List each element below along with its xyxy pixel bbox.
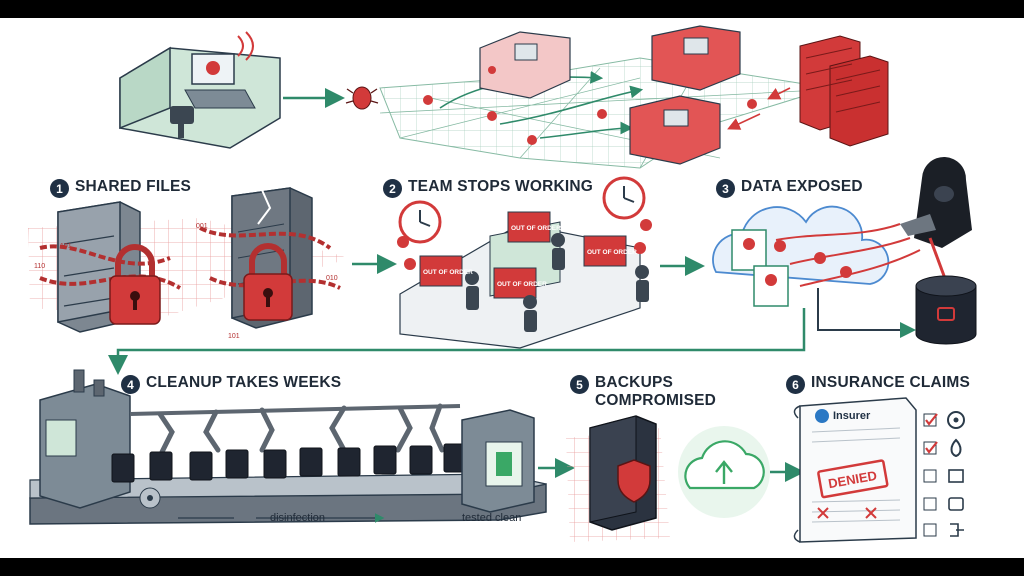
step-4-title: 4 Cleanup Takes Weeks (121, 374, 341, 394)
step-label: Backups Compromised (595, 374, 720, 410)
backup-scene (566, 416, 770, 542)
bug-icon (597, 109, 607, 119)
infected-cubicle (120, 32, 280, 148)
gear-icon (948, 412, 964, 428)
gear-icon (140, 488, 160, 508)
out-of-order-text: OUT OF ORDER (423, 269, 473, 276)
step-number: 2 (383, 179, 402, 198)
out-of-order-text: OUT OF ORDER (497, 281, 547, 288)
database-icon (916, 276, 976, 344)
step-number: 1 (50, 179, 69, 198)
step-number: 6 (786, 375, 805, 394)
locked-files-scene (28, 188, 350, 332)
insurer-name: Insurer (833, 410, 870, 422)
step-number: 4 (121, 375, 140, 394)
binary-digits: 101 (60, 243, 72, 250)
step-number: 5 (570, 375, 589, 394)
device-icon (949, 498, 963, 510)
step-label: Shared Files (75, 178, 191, 196)
checkbox-icon (924, 524, 936, 536)
exit-icon (950, 524, 964, 536)
step-5-title: 5 Backups Compromised (570, 374, 720, 410)
binary-digits: 001 (196, 223, 208, 230)
step-1-title: 1 Shared Files (50, 178, 191, 198)
disinfection-caption: disinfection (270, 512, 325, 524)
binary-digits: 010 (326, 275, 338, 282)
out-of-order-text: OUT OF ORDER (511, 225, 561, 232)
infected-cubicle (630, 96, 720, 164)
server-rack-icon (800, 36, 888, 146)
disinfection-machine (40, 370, 130, 508)
clock-icon (604, 178, 644, 218)
out-of-order-text: OUT OF ORDER (587, 249, 637, 256)
bug-icon (527, 135, 537, 145)
insurer-logo (815, 409, 829, 423)
bug-icon (206, 61, 220, 75)
bug-icon (747, 99, 757, 109)
bug-icon (487, 111, 497, 121)
tested-clean-machine (462, 410, 534, 512)
checkbox-icon (924, 470, 936, 482)
step-label: Cleanup Takes Weeks (146, 374, 341, 392)
tested-clean-caption: tested clean (462, 512, 521, 524)
flame-icon (952, 440, 961, 456)
step-label: Insurance Claims (811, 374, 970, 392)
hacker-silhouette-icon (900, 157, 972, 248)
clock-icon (400, 202, 440, 242)
step-2-title: 2 Team Stops Working (383, 178, 593, 198)
step-label: Data Exposed (741, 178, 863, 196)
checkbox-icon (924, 498, 936, 510)
bug-icon (346, 87, 378, 109)
step-number: 3 (716, 179, 735, 198)
binary-digits: 110 (34, 263, 45, 270)
bug-icon (423, 95, 433, 105)
claim-checklist (924, 412, 964, 536)
infographic: OUT OF ORDER OUT OF ORDER OUT OF ORDER OUT … (0, 18, 1024, 558)
step-label: Team Stops Working (408, 178, 593, 196)
step-6-title: 6 Insurance Claims (786, 374, 970, 394)
firewall-icon (949, 470, 963, 482)
step-3-title: 3 Data Exposed (716, 178, 863, 198)
binary-digits: 101 (228, 333, 240, 340)
